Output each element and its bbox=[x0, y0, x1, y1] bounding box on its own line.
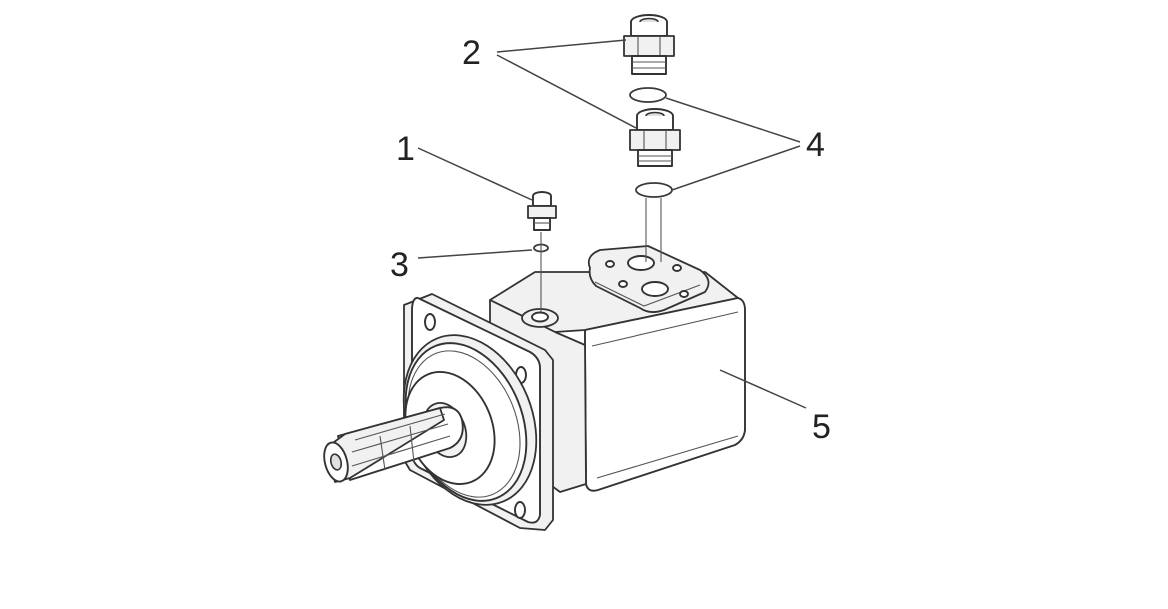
callout-5: 5 bbox=[812, 408, 831, 446]
drain-fitting bbox=[527, 191, 557, 231]
callout-4: 4 bbox=[806, 126, 825, 164]
port-fitting-upper bbox=[623, 14, 675, 75]
callout-2: 2 bbox=[462, 34, 481, 72]
output-shaft bbox=[323, 406, 464, 483]
port-flange bbox=[587, 245, 710, 313]
port-fitting-lower bbox=[629, 108, 681, 167]
drain-port-boss bbox=[521, 308, 559, 328]
callout-3: 3 bbox=[390, 246, 409, 284]
o-ring-upper bbox=[629, 87, 667, 103]
callout-1: 1 bbox=[396, 130, 415, 168]
o-ring-lower bbox=[635, 182, 673, 198]
leader-lines bbox=[417, 39, 807, 409]
